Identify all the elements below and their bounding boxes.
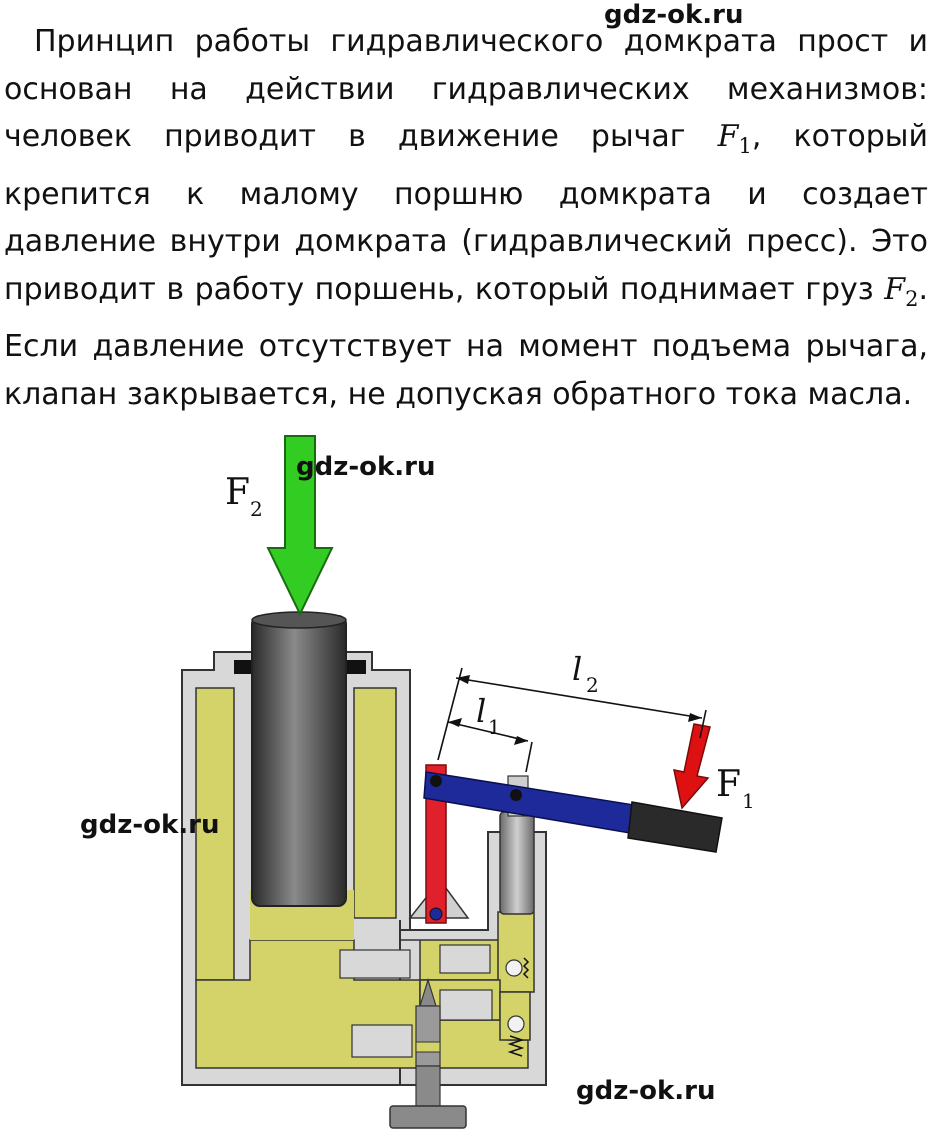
f2-symbol: F2 — [884, 271, 919, 311]
hydraulic-jack-diagram: F 2 F 1 l 1 l 2 — [181, 435, 755, 1129]
large-piston — [251, 611, 347, 907]
seal-left — [234, 660, 254, 674]
paragraph-part-2: , который крепится к малому поршню домкр… — [4, 119, 928, 307]
f1-symbol: F1 — [717, 119, 752, 158]
watermark-left: gdz-ok.ru — [80, 810, 220, 840]
lever-handle — [627, 801, 723, 853]
red-link-rod — [408, 764, 470, 924]
paragraph-part-3: . Если давление отсутствует на момент по… — [4, 271, 928, 412]
l1-index: 1 — [488, 715, 501, 739]
force-f1-label: F — [716, 764, 741, 805]
l2-index: 2 — [586, 673, 599, 697]
upper-check-valve — [505, 957, 530, 979]
force-f2-label: F — [225, 472, 250, 513]
watermark-bottom: gdz-ok.ru — [576, 1076, 716, 1106]
inner-walls — [339, 944, 493, 1058]
paragraph-part-1: Принцип работы гидравлического домкрата … — [4, 24, 928, 154]
watermark-diagram-top: gdz-ok.ru — [296, 452, 436, 482]
dimension-arrowheads — [448, 675, 702, 745]
l2-label: l — [572, 650, 582, 688]
force-f2-index: 2 — [250, 497, 263, 521]
force-f1-arrow — [673, 723, 711, 810]
force-f1-index: 1 — [742, 789, 755, 813]
watermark-top: gdz-ok.ru — [604, 0, 744, 30]
l1-label: l — [476, 692, 486, 730]
force-f2-arrow — [266, 435, 334, 617]
dimension-lines — [437, 667, 707, 773]
seal-right — [346, 660, 366, 674]
lower-check-valve — [507, 1015, 525, 1057]
release-screw — [389, 977, 467, 1129]
description-paragraph: Принцип работы гидравлического домкрата … — [4, 18, 928, 418]
